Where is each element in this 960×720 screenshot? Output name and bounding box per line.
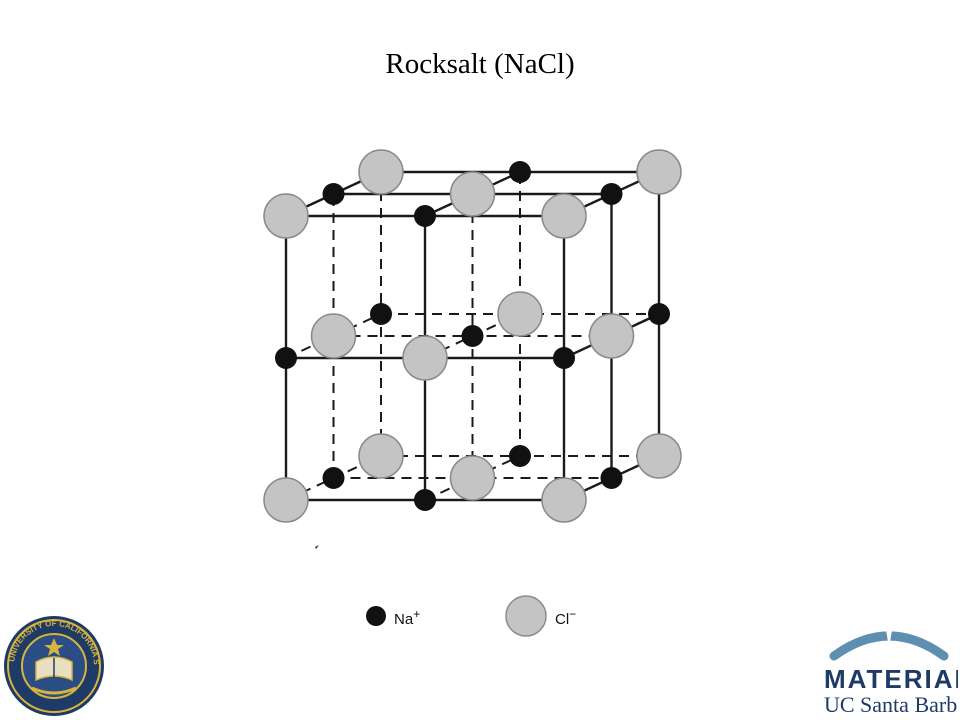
cl-ion [263, 193, 309, 239]
cl-ion [449, 171, 496, 217]
na-ion [322, 467, 345, 489]
cl-ion [358, 149, 404, 195]
cl-ion [541, 477, 587, 523]
cl-ion [497, 291, 543, 337]
na-ion [322, 183, 345, 205]
legend: Na+ Cl− [366, 595, 576, 637]
atom-layer [263, 149, 682, 523]
na-ion [370, 303, 392, 325]
page-title: Rocksalt (NaCl) [385, 48, 575, 80]
cl-ion [541, 193, 587, 239]
cl-ion [402, 335, 448, 381]
cl-ion [449, 455, 496, 501]
stray-mark [315, 545, 319, 549]
cl-ion [358, 433, 404, 479]
legend-na-symbol [366, 606, 386, 626]
materials-ucsb-logo: MATERIALS UC Santa Barbara [824, 630, 958, 717]
na-ion [509, 161, 531, 183]
na-ion [414, 205, 436, 227]
na-ion [461, 325, 484, 347]
na-ion [275, 347, 297, 369]
cl-ion [636, 149, 682, 195]
na-ion [509, 445, 531, 467]
cl-ion [588, 313, 635, 359]
uc-seal-logo: UNIVERSITY OF CALIFORNIA SANTA BARBARA [2, 614, 104, 716]
na-ion [600, 183, 623, 205]
na-ion [648, 303, 670, 325]
legend-cl-label: Cl− [555, 607, 576, 628]
cl-ion [310, 313, 357, 359]
cl-ion [636, 433, 682, 479]
svg-text:MATERIALS: MATERIALS [824, 664, 958, 694]
legend-cl-symbol [505, 595, 547, 637]
na-ion [600, 467, 623, 489]
legend-na-label: Na+ [394, 607, 420, 628]
cl-ion [263, 477, 309, 523]
na-ion [414, 489, 436, 511]
svg-text:UC Santa Barbara: UC Santa Barbara [824, 692, 958, 717]
na-ion [553, 347, 575, 369]
